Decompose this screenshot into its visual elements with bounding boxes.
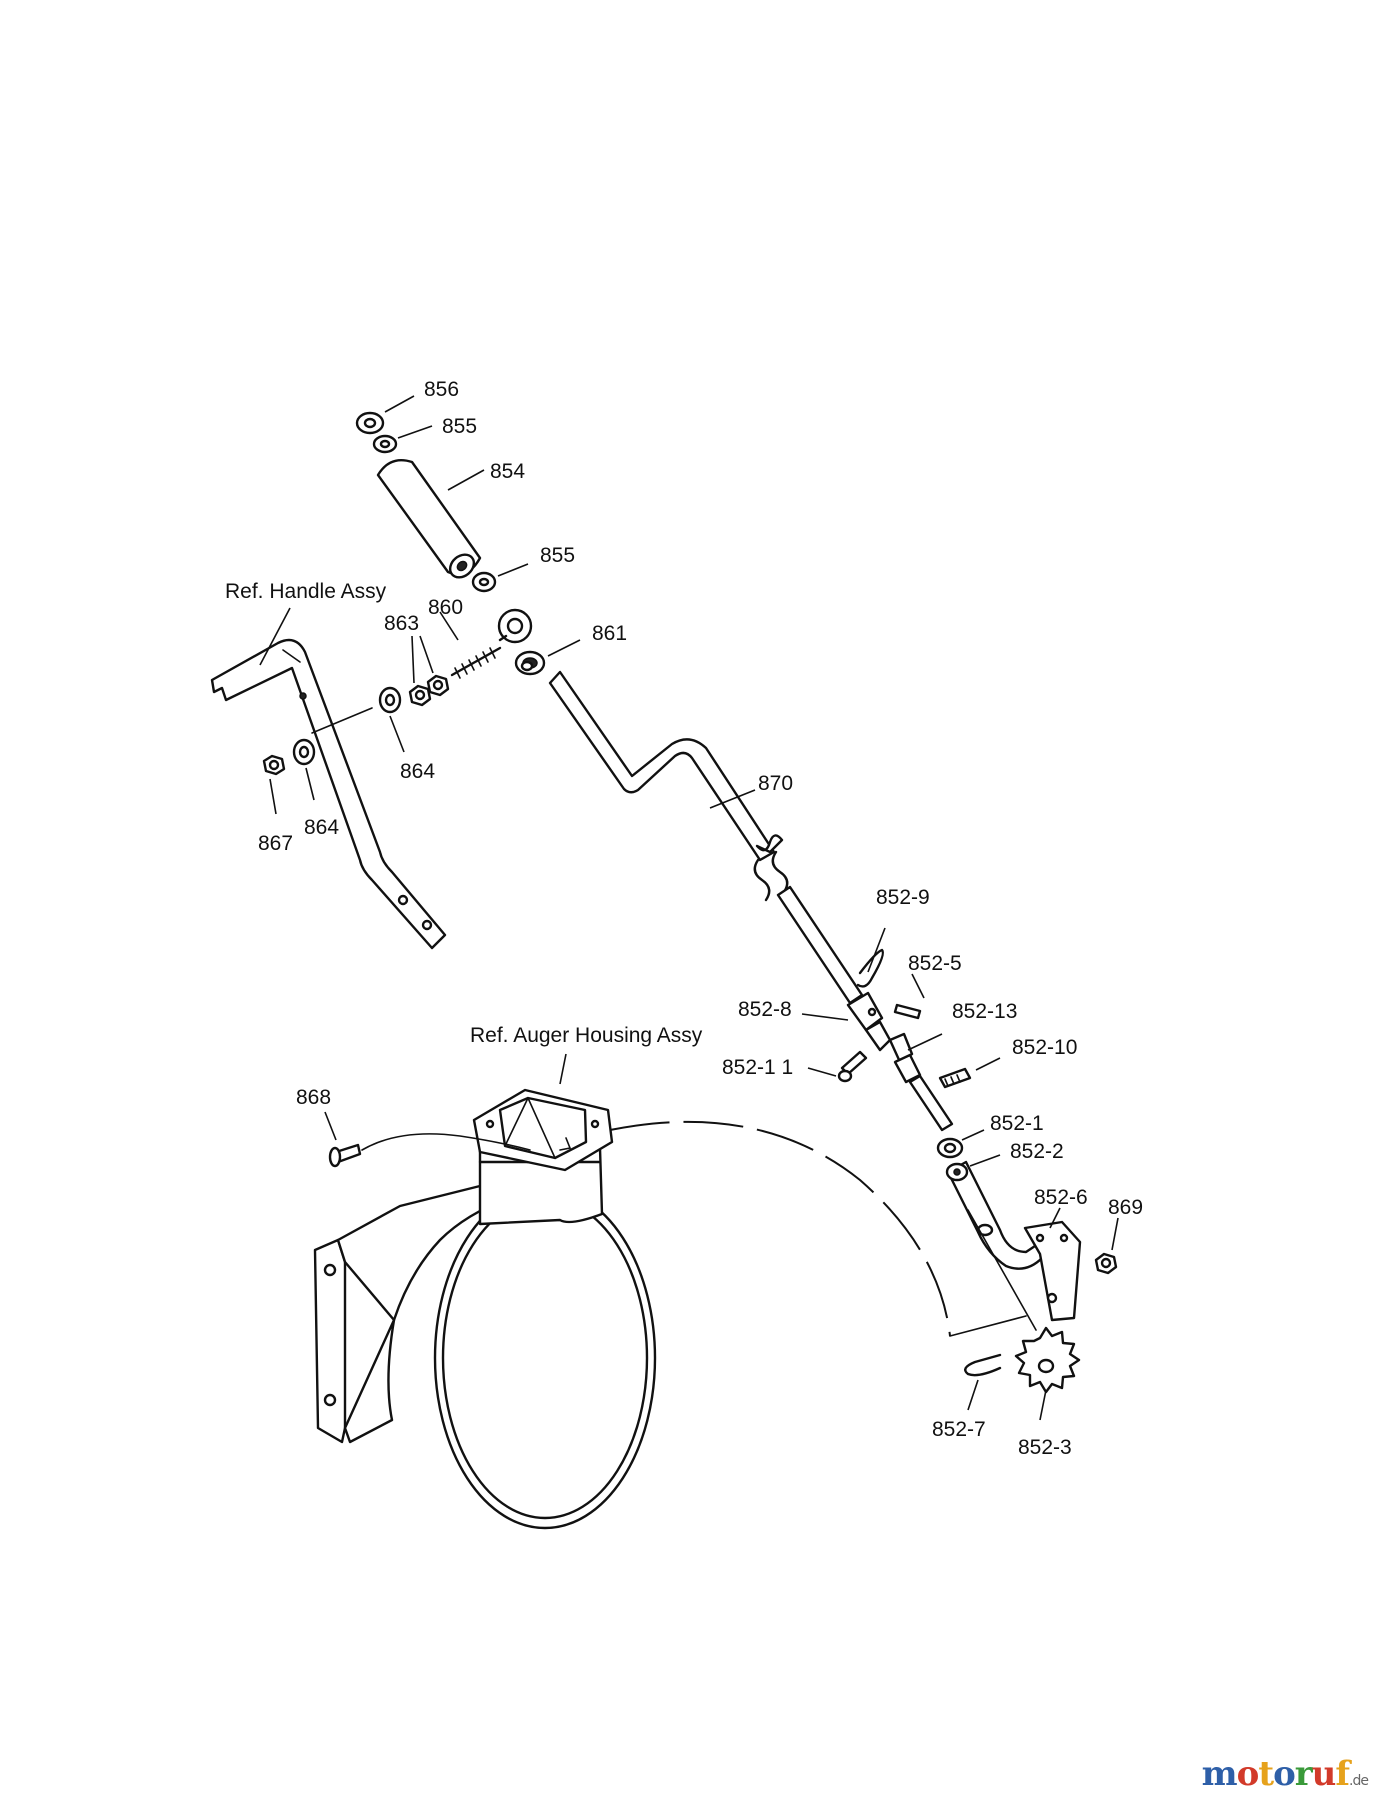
washer-864-lower <box>292 738 316 766</box>
label-860: 860 <box>428 596 463 619</box>
hairpin-852-7 <box>964 1353 1002 1377</box>
nut-869 <box>1094 1252 1118 1275</box>
mounting-plate-852-6 <box>1023 1220 1082 1322</box>
watermark-letter: o <box>1273 1754 1296 1794</box>
ref-auger-housing-label: Ref. Auger Housing Assy <box>470 1024 703 1047</box>
label-852-11: 852-1 1 <box>722 1056 793 1079</box>
washer-855-top <box>372 434 398 454</box>
watermark-suffix: .de <box>1349 1773 1369 1789</box>
arc-end-line <box>949 1315 1027 1337</box>
carriage-bolt-868 <box>328 1143 362 1168</box>
ref-handle-assy-label: Ref. Handle Assy <box>225 580 387 603</box>
lower-rod-segment <box>908 1074 954 1132</box>
label-852-10: 852-10 <box>1012 1036 1077 1059</box>
label-852-6: 852-6 <box>1034 1186 1088 1209</box>
assembly-path-line <box>361 1133 531 1151</box>
pin-852-5 <box>893 1003 922 1020</box>
label-867: 867 <box>258 832 293 855</box>
watermark-letter: m <box>1201 1754 1238 1794</box>
watermark-logo: motoruf.de <box>1201 1754 1369 1794</box>
label-855-bottom: 855 <box>540 544 575 567</box>
gear-852-3 <box>1014 1326 1081 1394</box>
label-852-7: 852-7 <box>932 1418 986 1441</box>
washer-852-1 <box>936 1137 964 1159</box>
label-864-upper: 864 <box>400 760 435 783</box>
label-852-8: 852-8 <box>738 998 792 1021</box>
label-852-3: 852-3 <box>1018 1436 1072 1459</box>
bushing-861 <box>514 650 546 676</box>
washer-864-upper <box>378 686 402 714</box>
nut-863-a <box>408 684 432 707</box>
label-852-9: 852-9 <box>876 886 930 909</box>
label-852-5: 852-5 <box>908 952 962 975</box>
watermark-letter: o <box>1236 1754 1260 1794</box>
washer-856 <box>355 411 385 435</box>
label-852-2: 852-2 <box>1010 1140 1064 1163</box>
chute-crank-rod-870 <box>548 670 864 1005</box>
watermark-letter: t <box>1258 1754 1274 1794</box>
label-868: 868 <box>296 1086 331 1109</box>
label-856: 856 <box>424 378 459 401</box>
watermark-letter: u <box>1311 1754 1337 1794</box>
grip-tube-854 <box>376 458 482 579</box>
label-864-lower: 864 <box>304 816 339 839</box>
lock-nut-867 <box>262 754 286 776</box>
hairpin-852-9 <box>856 948 885 988</box>
label-852-13: 852-13 <box>952 1000 1017 1023</box>
watermark-letter: r <box>1294 1754 1313 1794</box>
chute-rotation-arc <box>609 1120 951 1337</box>
leader-lines <box>259 395 1119 1421</box>
nut-863-b <box>426 674 450 697</box>
eye-bolt-860 <box>450 608 533 679</box>
watermark-letter: f <box>1335 1754 1350 1794</box>
label-870: 870 <box>758 772 793 795</box>
bolt-axis-line <box>311 707 373 734</box>
label-869: 869 <box>1108 1196 1143 1219</box>
auger-housing <box>313 1088 657 1530</box>
label-855-top: 855 <box>442 415 477 438</box>
label-863: 863 <box>384 612 419 635</box>
pin-852-10 <box>938 1067 972 1089</box>
coupler-852-13 <box>864 1020 922 1084</box>
handle-bar <box>210 638 447 950</box>
clevis-852-8 <box>846 991 884 1032</box>
label-852-1: 852-1 <box>990 1112 1044 1135</box>
pivot-axis-line <box>967 1209 1037 1331</box>
bolt-852-11 <box>837 1050 868 1083</box>
label-861: 861 <box>592 622 627 645</box>
chute-bracket-852-2 <box>945 1160 1044 1270</box>
washer-855-bottom <box>471 571 497 593</box>
label-854: 854 <box>490 460 525 483</box>
